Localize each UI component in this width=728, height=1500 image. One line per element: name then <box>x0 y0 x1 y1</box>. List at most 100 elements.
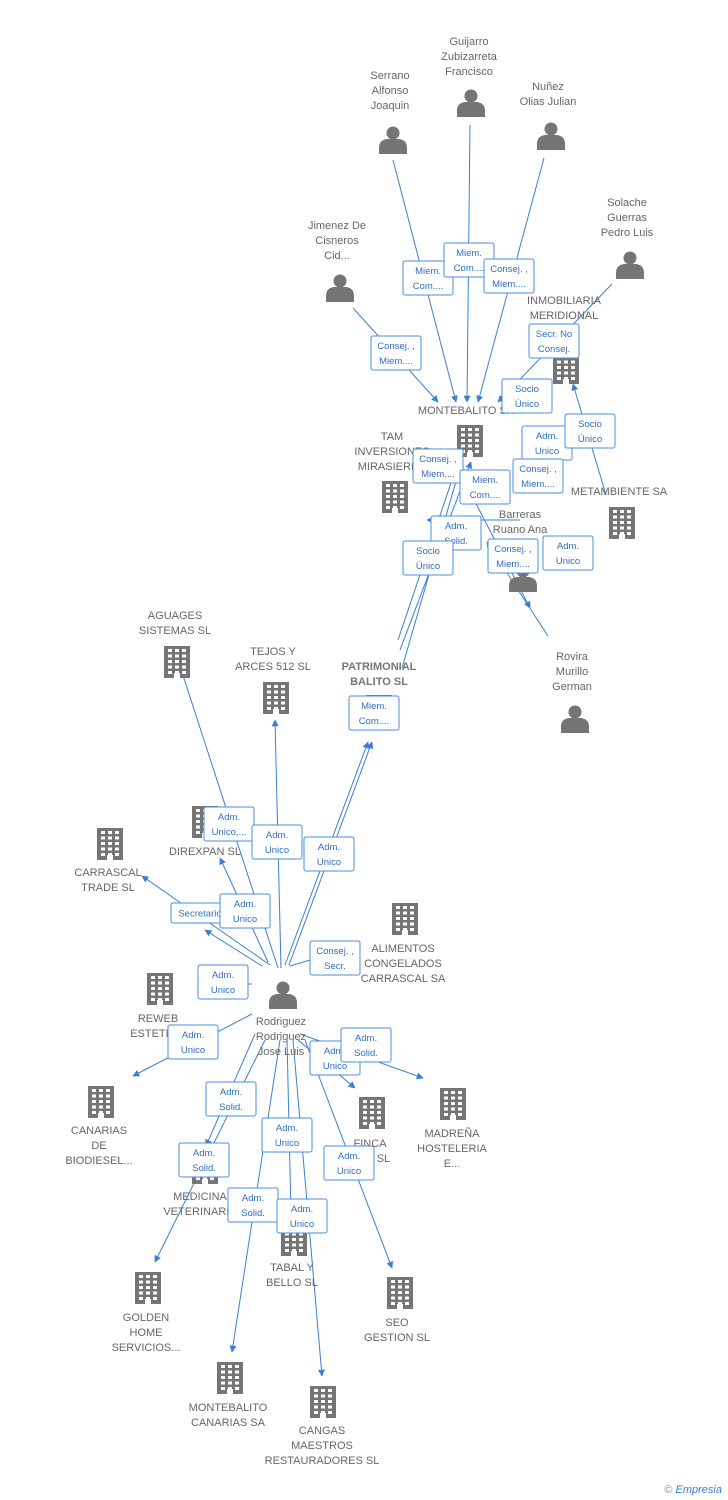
node-label-line: Olias Julian <box>520 96 577 108</box>
relation-label-text: Solid. <box>219 1102 243 1113</box>
relation-label-text: Miem.... <box>521 479 555 490</box>
building-icon <box>263 682 289 714</box>
relation-label[interactable]: Miem.Com.... <box>459 469 511 505</box>
relation-label-text: Unico <box>556 556 580 567</box>
relation-label[interactable]: Adm.Unico <box>542 535 594 571</box>
node-label-line: SEO <box>385 1317 409 1329</box>
relation-label[interactable]: Miem.Com.... <box>348 695 400 731</box>
relation-label-text: Único <box>416 561 440 572</box>
relation-label-text: Adm. <box>536 431 558 442</box>
relation-label-text: Secr. <box>324 961 346 972</box>
person-icon <box>269 981 297 1009</box>
relation-label-text: Adm. <box>212 970 234 981</box>
relation-labels-layer: Consej. ,Miem....Miem.Com....Miem.Com...… <box>167 242 616 1234</box>
node-reweb[interactable]: REWEBESTETIC... <box>130 973 186 1040</box>
node-madrena[interactable]: MADREÑAHOSTELERIAE... <box>417 1088 488 1170</box>
relation-label-text: Consej. , <box>494 544 532 555</box>
node-label-line: CONGELADOS <box>364 958 442 970</box>
node-label-line: SERVICIOS... <box>112 1342 181 1354</box>
node-label-line: Jimenez De <box>308 220 366 232</box>
building-icon <box>88 1086 114 1118</box>
node-montebalito[interactable]: MONTEBALITO SA <box>418 405 515 457</box>
node-label-line: PATRIMONIAL <box>342 661 417 673</box>
relation-label[interactable]: Consej. ,Miem.... <box>512 458 564 494</box>
relation-label-text: Socio <box>578 419 602 430</box>
relation-label[interactable]: Adm.Solid. <box>178 1142 230 1178</box>
node-label-line: MONTEBALITO SA <box>418 405 515 417</box>
node-canarias_bio[interactable]: CANARIASDEBIODIESEL... <box>65 1086 133 1167</box>
building-icon <box>135 1272 161 1304</box>
relation-label[interactable]: Adm.Solid. <box>227 1187 279 1223</box>
relation-label-text: Solid. <box>241 1208 265 1219</box>
building-icon <box>310 1386 336 1418</box>
relation-label[interactable]: Adm.Unico <box>261 1117 313 1153</box>
node-label-line: CARRASCAL <box>74 867 141 879</box>
node-label-line: German <box>552 681 592 693</box>
relation-label-text: Socio <box>416 546 440 557</box>
relation-label[interactable]: Adm. Solid. <box>205 1081 257 1117</box>
node-label-line: TABAL Y <box>270 1262 314 1274</box>
relation-label[interactable]: Consej. ,Miem.... <box>412 448 464 484</box>
relation-label-text: Adm. <box>338 1151 360 1162</box>
person-icon <box>457 89 485 117</box>
relation-label-text: Unico,... <box>212 827 247 838</box>
relation-label-text: Consej. , <box>490 264 528 275</box>
node-jimenez[interactable]: Jimenez DeCisnerosCid... <box>308 220 366 302</box>
relation-label-text: Adm. <box>220 1087 242 1098</box>
node-label-line: MERIDIONAL <box>530 310 598 322</box>
building-icon <box>97 828 123 860</box>
building-icon <box>440 1088 466 1120</box>
relation-label[interactable]: Consej. , Miem.... <box>483 258 535 294</box>
relation-label-text: Secretario <box>178 909 221 920</box>
relation-label[interactable]: Adm.Solid. <box>340 1027 392 1063</box>
node-golden[interactable]: GOLDENHOMESERVICIOS... <box>112 1272 181 1354</box>
relation-label-text: Único <box>578 434 602 445</box>
relation-label-text: Miem.... <box>421 469 455 480</box>
relation-label-text: Adm. <box>355 1033 377 1044</box>
relation-label[interactable]: Adm.Unico,... <box>203 806 255 842</box>
relation-label[interactable]: Miem.Com.... <box>402 260 454 296</box>
relation-label[interactable]: Consej. ,Secr. <box>309 940 361 976</box>
relation-label[interactable]: Adm.Unico <box>251 824 303 860</box>
node-label-line: BIODIESEL... <box>65 1155 132 1167</box>
relation-label[interactable]: Adm.Unico <box>167 1024 219 1060</box>
relation-label[interactable]: Consej. ,Miem.... <box>370 335 422 371</box>
footer-brand[interactable]: © Empresia <box>664 1484 722 1496</box>
relation-label[interactable]: Adm.Unico <box>197 964 249 1000</box>
relation-label[interactable]: Miem.Com.... <box>443 242 495 278</box>
relation-label[interactable]: Adm.Unico <box>323 1145 375 1181</box>
relation-label[interactable]: Adm.Unico <box>303 836 355 872</box>
relation-label-text: Unico <box>181 1045 205 1056</box>
relation-label[interactable]: Adm.Unico <box>276 1198 328 1234</box>
node-label-line: INVERSIONES <box>354 446 429 458</box>
relation-label-text: Miem.... <box>492 279 526 290</box>
node-label-line: Jose Luis <box>258 1046 305 1058</box>
node-label-line: MIRASIERRA <box>358 461 427 473</box>
node-metambiente[interactable]: METAMBIENTE SA <box>571 486 668 539</box>
relation-label[interactable]: Adm.Unico <box>219 893 271 929</box>
relation-label-text: Miem. <box>456 248 482 259</box>
relation-label[interactable]: Consej. ,Miem.... <box>487 538 539 574</box>
person-icon <box>326 274 354 302</box>
node-label-line: Rovira <box>556 651 589 663</box>
node-label-line: DIREXPAN SL <box>169 846 241 858</box>
